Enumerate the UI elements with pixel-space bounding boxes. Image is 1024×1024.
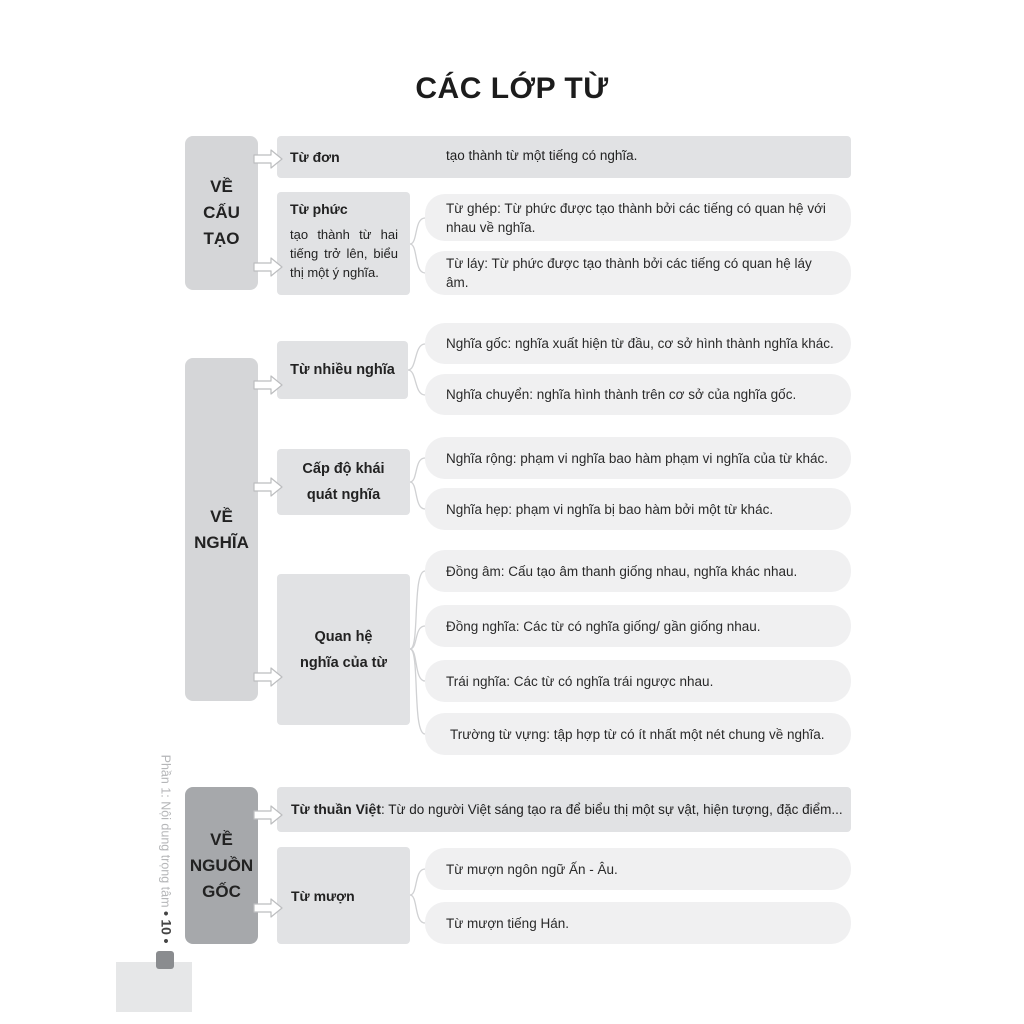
tu-don-box: Từ đơn tạo thành từ một tiếng có nghĩa.: [277, 136, 851, 178]
cap-do-khai-quat-box: Cấp độ khái quát nghĩa: [277, 449, 410, 515]
dong-am-text: Đồng âm: Cấu tạo âm thanh giống nhau, ng…: [446, 563, 798, 579]
tu-don-label: Từ đơn: [290, 149, 340, 165]
tu-phuc-label: Từ phức: [290, 201, 348, 217]
tu-phuc-desc: tạo thành từ hai tiếng trở lên, biểu thị…: [290, 227, 398, 280]
arrow-right-icon: [253, 375, 283, 395]
footer-separator: •: [158, 910, 174, 916]
tu-don-desc: tạo thành từ một tiếng có nghĩa.: [446, 148, 638, 163]
nghia-hep-text: Nghĩa hẹp: phạm vi nghĩa bị bao hàm bởi …: [446, 501, 774, 517]
nghia-chuyen-text: Nghĩa chuyển: nghĩa hình thành trên cơ s…: [446, 387, 797, 402]
page-marker-square: [156, 951, 174, 969]
nghia-goc-text: Nghĩa gốc: nghĩa xuất hiện từ đầu, cơ sở…: [446, 336, 834, 351]
page-title: CÁC LỚP TỪ: [415, 72, 609, 105]
list-item: Đồng âm: Cấu tạo âm thanh giống nhau, ng…: [425, 550, 851, 592]
list-item: Từ láy: Từ phức được tạo thành bởi các t…: [425, 251, 851, 295]
truong-tu-vung-text: Trường từ vựng: tập hợp từ có ít nhất mộ…: [450, 726, 825, 742]
arrow-right-icon: [253, 805, 283, 825]
arrow-right-icon: [253, 257, 283, 277]
list-item: Trái nghĩa: Các từ có nghĩa trái ngược n…: [425, 660, 851, 702]
tu-nhieu-nghia-box: Từ nhiều nghĩa: [277, 341, 408, 399]
list-item: Nghĩa gốc: nghĩa xuất hiện từ đầu, cơ sở…: [425, 323, 851, 364]
trai-nghia-text: Trái nghĩa: Các từ có nghĩa trái ngược n…: [446, 673, 714, 689]
arrow-right-icon: [253, 149, 283, 169]
list-item: Nghĩa rộng: phạm vi nghĩa bao hàm phạm v…: [425, 437, 851, 479]
nghia-rong-text: Nghĩa rộng: phạm vi nghĩa bao hàm phạm v…: [446, 450, 829, 466]
arrow-right-icon: [253, 477, 283, 497]
page-footer: Phần 1: Nội dung trọng tâm • 10 •: [146, 746, 186, 951]
tu-thuan-viet-box: Từ thuần Việt: Từ do người Việt sáng tạo…: [277, 787, 851, 832]
list-item: Đồng nghĩa: Các từ có nghĩa giống/ gần g…: [425, 605, 851, 647]
tu-phuc-box: Từ phức tạo thành từ hai tiếng trở lên, …: [277, 192, 410, 295]
page-number: 10: [158, 918, 174, 935]
list-item: Nghĩa chuyển: nghĩa hình thành trên cơ s…: [425, 374, 851, 415]
footer-section-text: Phần 1: Nội dung trọng tâm: [158, 754, 172, 908]
tu-thuan-viet-desc: : Từ do người Việt sáng tạo ra để biểu t…: [381, 802, 843, 817]
tu-lay-text: Từ láy: Từ phức được tạo thành bởi các t…: [446, 256, 812, 290]
dong-nghia-text: Đồng nghĩa: Các từ có nghĩa giống/ gần g…: [446, 618, 761, 634]
section-label-nguon-goc: VỀ NGUỒN GỐC: [185, 787, 258, 944]
tu-muon-han-text: Từ mượn tiếng Hán.: [446, 915, 569, 931]
list-item: Từ mượn ngôn ngữ Ấn - Âu.: [425, 848, 851, 890]
list-item: Từ ghép: Từ phức được tạo thành bởi các …: [425, 194, 851, 241]
list-item: Từ mượn tiếng Hán.: [425, 902, 851, 944]
arrow-right-icon: [253, 898, 283, 918]
tu-ghep-text: Từ ghép: Từ phức được tạo thành bởi các …: [446, 200, 826, 235]
page-tab-strip: [116, 962, 192, 1012]
arrow-right-icon: [253, 667, 283, 687]
list-item: Nghĩa hẹp: phạm vi nghĩa bị bao hàm bởi …: [425, 488, 851, 530]
footer-separator: •: [158, 937, 174, 943]
tu-muon-box: Từ mượn: [277, 847, 410, 944]
section-label-nghia: VỀ NGHĨA: [185, 358, 258, 701]
quan-he-nghia-box: Quan hệ nghĩa của từ: [277, 574, 410, 725]
list-item: Trường từ vựng: tập hợp từ có ít nhất mộ…: [425, 713, 851, 755]
tu-muon-an-au-text: Từ mượn ngôn ngữ Ấn - Âu.: [446, 861, 618, 877]
section-label-cau-tao: VỀ CẤU TẠO: [185, 136, 258, 290]
tu-thuan-viet-label: Từ thuần Việt: [291, 801, 381, 817]
